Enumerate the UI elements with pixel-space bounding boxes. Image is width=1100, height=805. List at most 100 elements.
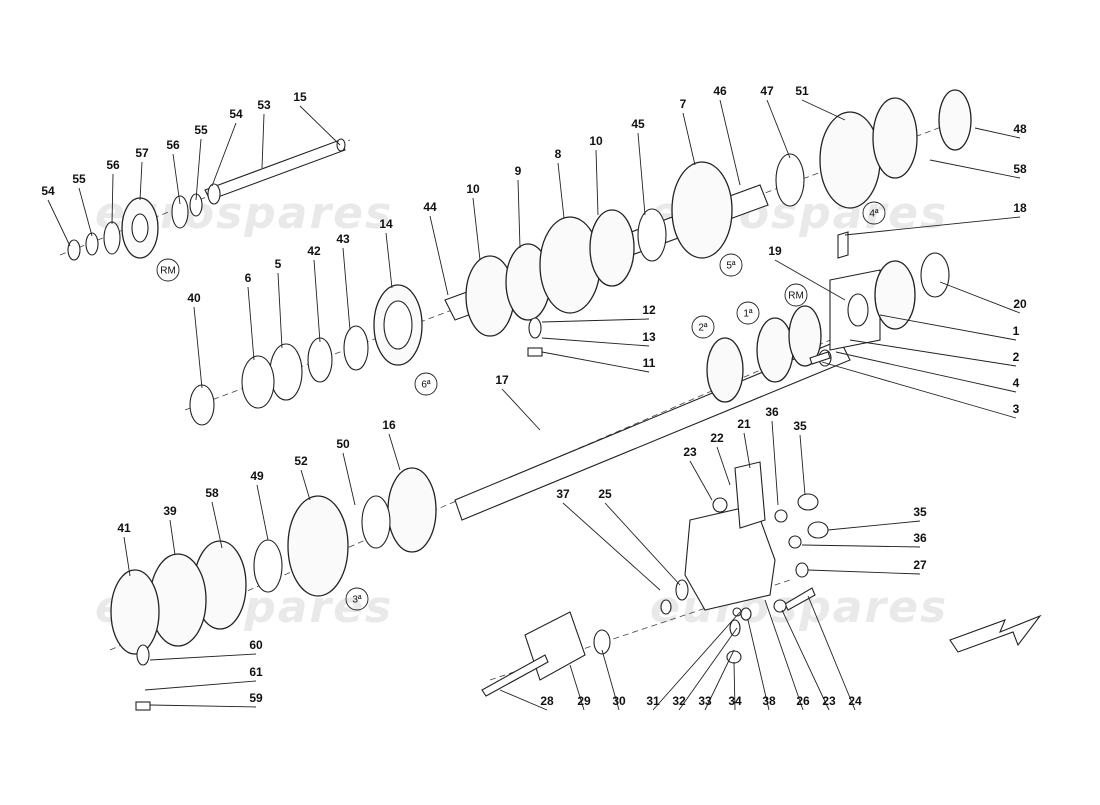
third-gear xyxy=(287,495,349,597)
reverse-idler-group xyxy=(67,138,346,261)
callout-circle xyxy=(691,315,715,339)
leader-line xyxy=(385,232,393,289)
leader-line xyxy=(300,469,311,501)
leader-line xyxy=(569,664,585,711)
part-callout-number: 36 xyxy=(913,531,927,545)
leader-line xyxy=(517,179,521,249)
leader-line xyxy=(835,351,1017,393)
leader-line xyxy=(704,649,735,711)
washer xyxy=(85,232,99,256)
callout-circle xyxy=(736,301,760,325)
leader-line xyxy=(844,216,1021,236)
leader-line xyxy=(211,122,237,187)
detent-spring xyxy=(136,644,150,666)
leader-line xyxy=(879,314,1017,341)
circlip xyxy=(207,183,221,205)
part-callout-number: 17 xyxy=(495,373,509,387)
part-callout-number: 14 xyxy=(379,217,393,231)
leader-line xyxy=(111,173,114,225)
sixth-gear-hub xyxy=(383,300,413,350)
bolt-head xyxy=(712,497,728,513)
part-callout-number: 15 xyxy=(293,90,307,104)
part-callout-number: 49 xyxy=(250,469,264,483)
detent-pad xyxy=(527,347,543,357)
carrier-bore xyxy=(847,293,869,327)
part-callout-number: 33 xyxy=(698,694,712,708)
leader-line xyxy=(541,318,650,323)
reverse-idler-bore xyxy=(131,213,149,243)
part-callout-number: 24 xyxy=(848,694,862,708)
leader-line xyxy=(939,281,1021,314)
part-callout-number: 42 xyxy=(307,244,321,258)
spacer xyxy=(361,495,391,549)
needle-bearing xyxy=(171,195,189,229)
needle-bearing xyxy=(103,221,121,255)
part-callout-number: 31 xyxy=(646,694,660,708)
part-callout-number: 21 xyxy=(737,417,751,431)
gear-position-label: RM xyxy=(160,266,176,277)
taper-bearing xyxy=(387,467,437,553)
leader-line xyxy=(299,105,341,146)
callout-circle xyxy=(156,258,180,282)
part-callout-number: 1 xyxy=(1013,324,1020,338)
leader-line xyxy=(747,619,770,711)
o-ring xyxy=(593,629,611,655)
leader-line xyxy=(799,434,806,496)
leader-line xyxy=(766,99,791,159)
part-callout-number: 53 xyxy=(257,98,271,112)
part-callout-number: 23 xyxy=(822,694,836,708)
leader-line xyxy=(261,113,265,169)
part-callout-number: 45 xyxy=(631,117,645,131)
washer xyxy=(774,509,788,523)
part-callout-number: 27 xyxy=(913,558,927,572)
part-callout-number: 18 xyxy=(1013,201,1027,215)
leader-line xyxy=(429,215,449,296)
mainshaft-group xyxy=(454,231,950,521)
leader-line xyxy=(247,286,255,361)
callout-circle xyxy=(862,201,886,225)
detent-spring xyxy=(528,317,542,339)
leader-line xyxy=(771,420,779,506)
synchro-ring xyxy=(872,97,918,179)
part-callout-number: 39 xyxy=(163,504,177,518)
callout-circle xyxy=(345,587,369,611)
part-callout-number: 57 xyxy=(135,146,149,160)
leader-line xyxy=(807,595,856,711)
leader-line xyxy=(499,689,548,711)
part-callout-number: 23 xyxy=(683,445,697,459)
part-callout-number: 25 xyxy=(598,487,612,501)
gear-position-label: 1ª xyxy=(743,309,753,320)
leader-line xyxy=(652,611,741,711)
leader-line xyxy=(472,197,481,261)
leader-line xyxy=(123,536,131,577)
second-gear-pinion xyxy=(706,337,744,403)
leader-line xyxy=(562,502,661,591)
part-callout-number: 29 xyxy=(577,694,591,708)
plug xyxy=(726,650,742,664)
synchro-ring xyxy=(589,209,635,287)
part-callout-number: 16 xyxy=(382,418,396,432)
spacer xyxy=(307,337,333,383)
snap-ring xyxy=(241,355,275,409)
leader-line xyxy=(807,569,921,575)
part-callout-number: 10 xyxy=(466,182,480,196)
part-callout-number: 22 xyxy=(710,431,724,445)
plug xyxy=(795,562,809,578)
roller-bearing xyxy=(874,260,916,330)
union-fitting xyxy=(807,521,829,539)
leader-line xyxy=(193,306,203,389)
washer xyxy=(788,535,802,549)
part-callout-number: 38 xyxy=(762,694,776,708)
detent-pad xyxy=(135,701,151,711)
watermark-group: eurospares eurospares eurospares eurospa… xyxy=(95,188,946,633)
leader-line xyxy=(678,627,738,711)
part-callout-number: 20 xyxy=(1013,297,1027,311)
leader-line xyxy=(501,388,541,431)
part-callout-number: 7 xyxy=(680,97,687,111)
leader-line xyxy=(47,199,71,247)
part-callout-number: 44 xyxy=(423,200,437,214)
leader-line xyxy=(716,446,731,486)
seal-ring xyxy=(660,599,672,615)
reverse-pinion xyxy=(788,305,822,367)
